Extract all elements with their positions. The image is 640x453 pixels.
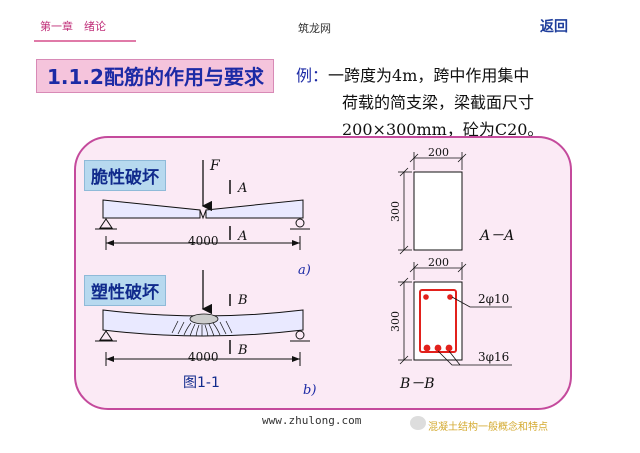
- leader-top: [451, 296, 512, 308]
- section-aa-label: A－A: [478, 228, 514, 244]
- span-label-b: 4000: [188, 350, 219, 364]
- height-dim-a: 300: [389, 201, 402, 222]
- example-line-3: 200×300mm，砼为C20。: [342, 120, 544, 139]
- roller-support-icon: [295, 218, 305, 228]
- width-dim-b: 200: [428, 256, 449, 269]
- watermark-caption: 混凝土结构一般概念和特点: [428, 418, 548, 433]
- leader-bottom: [437, 350, 512, 366]
- subfig-b-label: b): [303, 383, 316, 398]
- section-a-top-label: A: [237, 181, 247, 196]
- figure-caption: 图1-1: [183, 375, 220, 391]
- ductile-failure-tag: 塑性破坏: [84, 275, 166, 306]
- width-dim-a: 200: [428, 146, 449, 159]
- footer-url[interactable]: www.zhulong.com: [262, 414, 362, 427]
- section-title: 1.1.2配筋的作用与要求: [36, 59, 274, 93]
- beam-ductile: [95, 270, 310, 366]
- example-line-1: 一跨度为4m，跨中作用集中: [328, 66, 530, 85]
- header-underline: [34, 40, 136, 42]
- section-bb-drawing: [398, 262, 512, 366]
- stirrup: [419, 289, 457, 353]
- section-a-bottom-label: A: [237, 229, 247, 244]
- site-name: 筑龙网: [298, 22, 331, 35]
- section-aa-drawing: [398, 152, 467, 255]
- section-b-top-label: B: [237, 293, 248, 308]
- rebar-bottom-label: 3φ16: [478, 350, 509, 364]
- example-line-2: 荷载的简支梁，梁截面尺寸: [342, 93, 535, 112]
- chapter-header: 第一章 绪论: [40, 20, 106, 33]
- example-label: 例：: [296, 66, 329, 85]
- load-label: F: [209, 158, 221, 174]
- brittle-failure-tag: 脆性破坏: [84, 160, 166, 191]
- roller-support-icon: [295, 330, 305, 340]
- subfig-a-label: a): [298, 263, 311, 278]
- section-b-bottom-label: B: [237, 343, 248, 358]
- height-dim-b: 300: [389, 311, 402, 332]
- rebar-top-label: 2φ10: [478, 292, 509, 306]
- pin-support-icon: [99, 330, 113, 341]
- wechat-icon: [410, 416, 426, 430]
- return-button[interactable]: 返回: [540, 19, 568, 35]
- span-label-a: 4000: [188, 234, 219, 248]
- example-text: 例：一跨度为4m，跨中作用集中 荷载的简支梁，梁截面尺寸 200×300mm，砼…: [296, 62, 543, 143]
- beam-brittle: [95, 160, 310, 250]
- section-bb-label: B－B: [399, 376, 435, 392]
- pin-support-icon: [99, 218, 113, 229]
- crack-pattern: [171, 320, 233, 337]
